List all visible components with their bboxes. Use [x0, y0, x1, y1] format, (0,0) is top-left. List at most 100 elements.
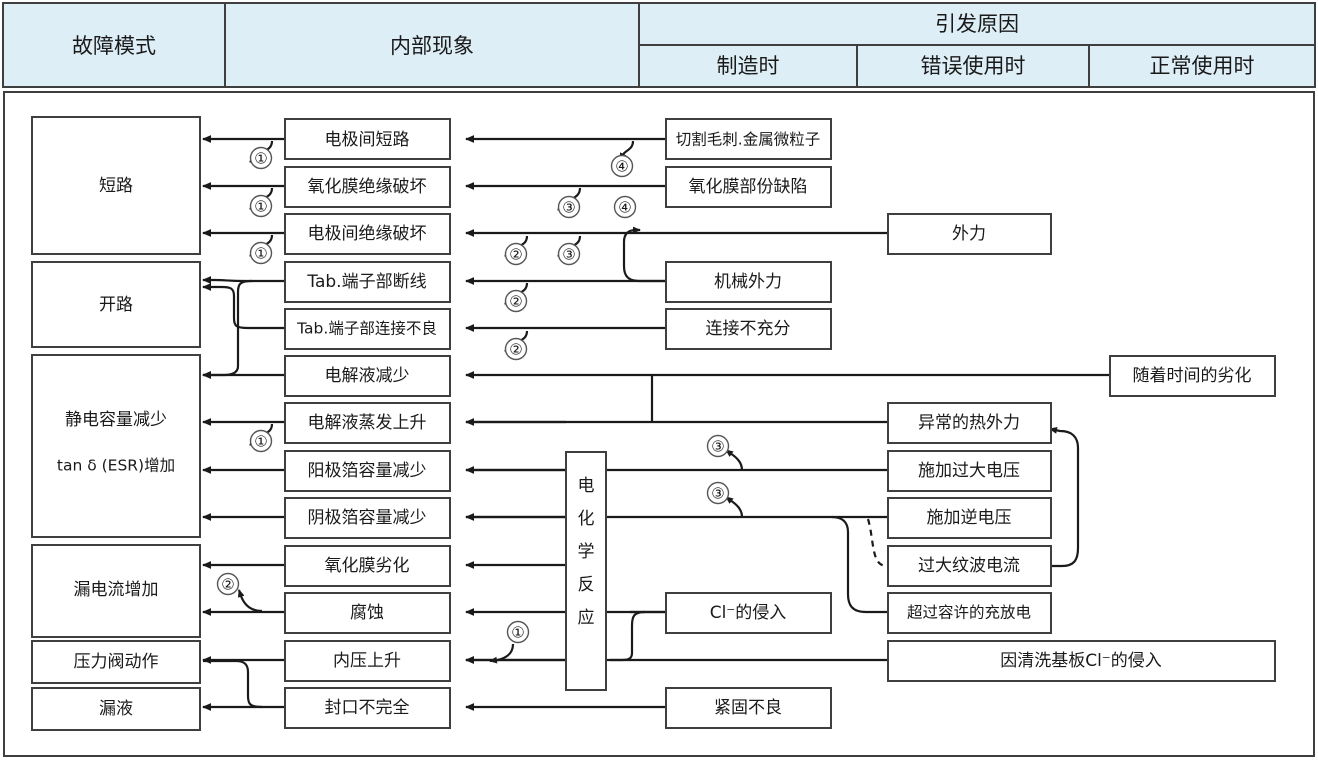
cause-misuse-label-4: 过大纹波电流: [918, 556, 1020, 576]
cause-misuse-box-4[interactable]: [887, 545, 1052, 587]
hook-m3d: [725, 496, 744, 518]
cause-mfg-box-5[interactable]: [665, 687, 832, 729]
internal-phenomena-column: 电极间短路 氧化膜绝缘破坏 电极间绝缘破坏 Tab.端子部断线 Tab.端子部连…: [284, 118, 451, 729]
marker-circle-m1e: [506, 620, 530, 644]
causes-normal-column: 随着时间的劣化: [1109, 355, 1276, 397]
cause-mfg-label-5: 紧固不良: [714, 698, 782, 718]
internal-label-5: 电解液减少: [325, 366, 410, 386]
cause-misuse-box-0[interactable]: [887, 213, 1052, 255]
marker-label-m1c: ①: [254, 245, 267, 263]
cause-misuse-label-2: 施加过大电压: [918, 461, 1020, 481]
internal-label-4: Tab.端子部连接不良: [296, 320, 437, 338]
header-cell-misuse: [856, 44, 1090, 88]
cause-misuse-box-3[interactable]: [887, 497, 1052, 539]
marker-label-m3d: ③: [711, 485, 724, 503]
conn-cl-branch-pressure: [465, 610, 646, 664]
marker-circle-m1c: [249, 241, 273, 265]
marker-label-m2a: ②: [509, 246, 522, 264]
cause-mfg-label-2: 机械外力: [714, 272, 782, 292]
cause-mfg-box-3[interactable]: [665, 308, 832, 350]
cause-misuse-box-1[interactable]: [887, 402, 1052, 444]
fault-box-short[interactable]: [31, 116, 201, 255]
marker-circle-m2c: [504, 337, 528, 361]
internal-label-12: 封口不完全: [325, 698, 410, 718]
marker-label-m3b: ③: [562, 246, 575, 264]
marker-circle-m4a: [610, 154, 634, 178]
internal-box-2[interactable]: [284, 213, 451, 255]
echem-char-0: 电: [578, 476, 595, 496]
fault-box-liquid-leak[interactable]: [31, 687, 201, 731]
fault-label-capacitance-line2: tan δ (ESR)增加: [57, 457, 175, 475]
marker-label-m2c: ②: [509, 341, 522, 359]
header-label-fault-mode: 故障模式: [72, 34, 156, 58]
cause-mfg-box-0[interactable]: [665, 118, 832, 160]
cause-mfg-box-1[interactable]: [665, 166, 832, 208]
cause-misuse-label-3: 施加逆电压: [927, 508, 1012, 528]
internal-box-9[interactable]: [284, 545, 451, 587]
fault-label-leakage-current: 漏电流增加: [74, 580, 159, 600]
internal-label-7: 阳极箔容量减少: [308, 461, 427, 481]
marker-circle-m3d: [706, 481, 730, 505]
marker-circle-m1b: [249, 194, 273, 218]
internal-box-12[interactable]: [284, 687, 451, 729]
fault-box-capacitance[interactable]: [31, 354, 201, 538]
marker-label-m4a: ④: [615, 158, 628, 176]
internal-box-3[interactable]: [284, 261, 451, 303]
internal-box-6[interactable]: [284, 402, 451, 444]
marker-label-m2b: ②: [509, 293, 522, 311]
cause-mfg-label-0: 切割毛刺.金属微粒子: [676, 131, 820, 149]
electrochemical-reaction[interactable]: 电 化 学 反 应: [565, 451, 607, 691]
cause-normal-box-0[interactable]: [1109, 355, 1276, 397]
table-header: 故障模式 内部现象 引发原因 制造时 错误使用时 正常使用时: [2, 2, 1316, 88]
fault-label-pressure-valve: 压力阀动作: [74, 652, 159, 672]
cause-misuse-box-6[interactable]: [887, 640, 1276, 682]
internal-box-7[interactable]: [284, 450, 451, 492]
fault-box-open[interactable]: [31, 261, 201, 348]
fault-box-pressure-valve[interactable]: [31, 640, 201, 684]
header-label-normal: 正常使用时: [1150, 54, 1255, 78]
conn-dashed-ripple: [866, 518, 889, 568]
header-label-internal: 内部现象: [390, 34, 474, 58]
echem-char-4: 应: [578, 608, 595, 628]
cause-normal-label-0: 随着时间的劣化: [1133, 366, 1252, 386]
cause-mfg-label-3: 连接不充分: [706, 319, 791, 339]
internal-label-11: 内压上升: [333, 651, 401, 671]
marker-label-m1b: ①: [254, 198, 267, 216]
markers-layer: ① ① ① ① ① ② ② ② ② ③: [216, 140, 744, 664]
internal-box-1[interactable]: [284, 166, 451, 208]
hook-m1e: [489, 643, 515, 664]
cause-mfg-box-4[interactable]: [665, 592, 832, 634]
conn-tabbad-to-open: [202, 283, 285, 330]
cause-misuse-box-5[interactable]: [887, 592, 1052, 634]
marker-label-m1a: ①: [254, 150, 267, 168]
marker-circle-m2d: [216, 572, 240, 596]
internal-box-10[interactable]: [284, 592, 451, 634]
cause-misuse-box-2[interactable]: [887, 450, 1052, 492]
internal-box-5[interactable]: [284, 355, 451, 397]
echem-char-3: 反: [578, 575, 595, 595]
marker-circle-m2a: [504, 242, 528, 266]
internal-box-8[interactable]: [284, 497, 451, 539]
header-label-cause: 引发原因: [935, 12, 1019, 36]
header-label-misuse: 错误使用时: [921, 54, 1026, 78]
cause-misuse-label-5: 超过容许的充放电: [907, 604, 1031, 622]
electrochemical-box[interactable]: [565, 451, 607, 691]
causes-misuse-column: 外力 异常的热外力 施加过大电压 施加逆电压 过大纹波电流 超过容许的充放电 因…: [887, 213, 1276, 682]
internal-box-11[interactable]: [284, 640, 451, 682]
marker-circle-m3c: [706, 434, 730, 458]
internal-label-9: 氧化膜劣化: [325, 556, 410, 576]
internal-box-0[interactable]: [284, 118, 451, 160]
internal-label-3: Tab.端子部断线: [306, 272, 426, 292]
internal-label-1: 氧化膜绝缘破坏: [308, 177, 427, 197]
marker-circle-m4b: [613, 195, 637, 219]
cause-misuse-label-6: 因清洗基板Cl⁻的侵入: [1000, 651, 1162, 671]
marker-label-m4b: ④: [618, 199, 631, 217]
internal-box-4[interactable]: [284, 308, 451, 350]
fault-label-open: 开路: [99, 295, 133, 315]
cause-mfg-label-1: 氧化膜部份缺陷: [689, 177, 808, 197]
internal-label-6: 电解液蒸发上升: [308, 413, 427, 433]
cause-mfg-box-2[interactable]: [665, 261, 832, 303]
marker-label-m3a: ③: [562, 199, 575, 217]
fault-box-leakage-current[interactable]: [31, 544, 201, 638]
